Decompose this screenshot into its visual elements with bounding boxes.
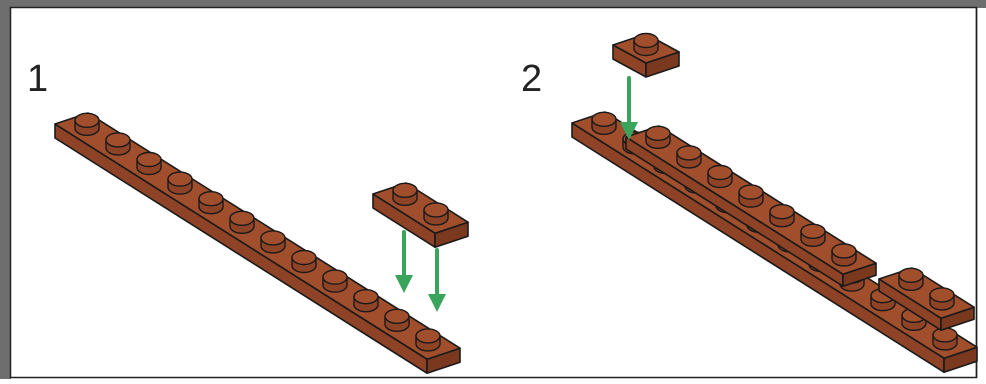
plate-1x12-stud	[198, 190, 224, 215]
plate-1x12-stud	[260, 230, 286, 254]
plate-1x12-stud	[415, 328, 441, 352]
plate-1x12-stud-top	[136, 151, 162, 168]
plate-1x12-stud	[229, 210, 255, 234]
plate-1x12-stud-top	[105, 132, 131, 148]
down-arrow-icon-head	[395, 275, 413, 293]
plate-1x12-stud	[167, 171, 193, 195]
plate-1x12-stud-top	[167, 171, 193, 187]
plate-1x12-stud	[384, 308, 410, 332]
plate-1x12-stud-top	[198, 190, 224, 207]
plate-1x12-stud	[591, 111, 617, 135]
plate-1x12-stud-top	[74, 112, 100, 129]
down-arrow-icon-head	[620, 122, 638, 140]
plate-1x12-stud	[74, 112, 100, 136]
plate-1x2-stud	[392, 182, 418, 206]
plate-1x12-stud	[353, 289, 379, 313]
plate-1x8	[625, 125, 877, 288]
page-border-left	[0, 0, 11, 379]
plate-1x8-stud	[769, 203, 795, 228]
plate-1x8-stud-top	[676, 145, 702, 161]
plate-1x3-stud-top	[929, 287, 955, 303]
page-border	[0, 0, 986, 8]
plate-1x12-stud-top	[932, 327, 958, 343]
plate-1x12-stud	[932, 327, 958, 351]
plate-1x2-stud-top	[392, 182, 418, 199]
down-arrow-icon	[620, 76, 638, 140]
down-arrow-icon	[395, 230, 413, 293]
plate-1x12-stud-top	[591, 111, 617, 128]
plate-1x12-stud-top	[291, 249, 317, 266]
plate-1x2	[372, 182, 469, 248]
plate-1x3-stud	[929, 287, 955, 311]
plate-1x12-stud-top	[229, 210, 255, 227]
plate-1x8-stud-top	[738, 184, 764, 200]
plate-1x8-stud	[645, 125, 671, 149]
plate-1x8-stud	[831, 243, 857, 267]
step-2-number: 2	[521, 58, 543, 100]
plate-1x12-stud-top	[322, 269, 348, 285]
plate-1x12-stud	[105, 132, 131, 156]
plate-1x8-stud-top	[800, 223, 826, 240]
plate-1x2-stud	[423, 202, 449, 226]
plate-1x8-stud-top	[831, 243, 857, 259]
step-2-illustration	[571, 32, 978, 374]
plate-1x1-stud-top	[633, 32, 659, 49]
plate-1x1	[612, 32, 680, 78]
plate-1x2-stud-top	[423, 202, 449, 218]
plate-1x8-stud	[738, 184, 764, 208]
plate-1x3	[878, 267, 975, 332]
plate-1x12-stud-top	[353, 289, 379, 305]
plate-1x8-stud-top	[645, 125, 671, 142]
plate-1x12-stud-top	[260, 230, 286, 246]
step-1-number: 1	[27, 58, 49, 100]
plate-1x12-stud-top	[415, 328, 441, 344]
plate-1x8-stud	[800, 223, 826, 247]
plate-1x1-stud	[633, 32, 659, 57]
plate-1x12-stud-top	[384, 308, 410, 324]
plate-1x8-stud-top	[707, 164, 733, 181]
plate-1x3-stud-top	[898, 267, 924, 283]
down-arrow-icon	[428, 248, 446, 312]
plate-1x12-stud	[136, 151, 162, 176]
plate-1x12-stud	[291, 249, 317, 274]
down-arrow-icon-head	[428, 294, 446, 312]
plate-1x8-stud	[707, 164, 733, 189]
plate-1x8-stud	[676, 145, 702, 169]
plate-1x8-stud-top	[769, 203, 795, 220]
plate-1x12	[54, 112, 461, 375]
plate-1x3-stud	[898, 267, 924, 291]
plate-1x12-stud	[322, 269, 348, 293]
step-1-illustration	[54, 112, 469, 375]
